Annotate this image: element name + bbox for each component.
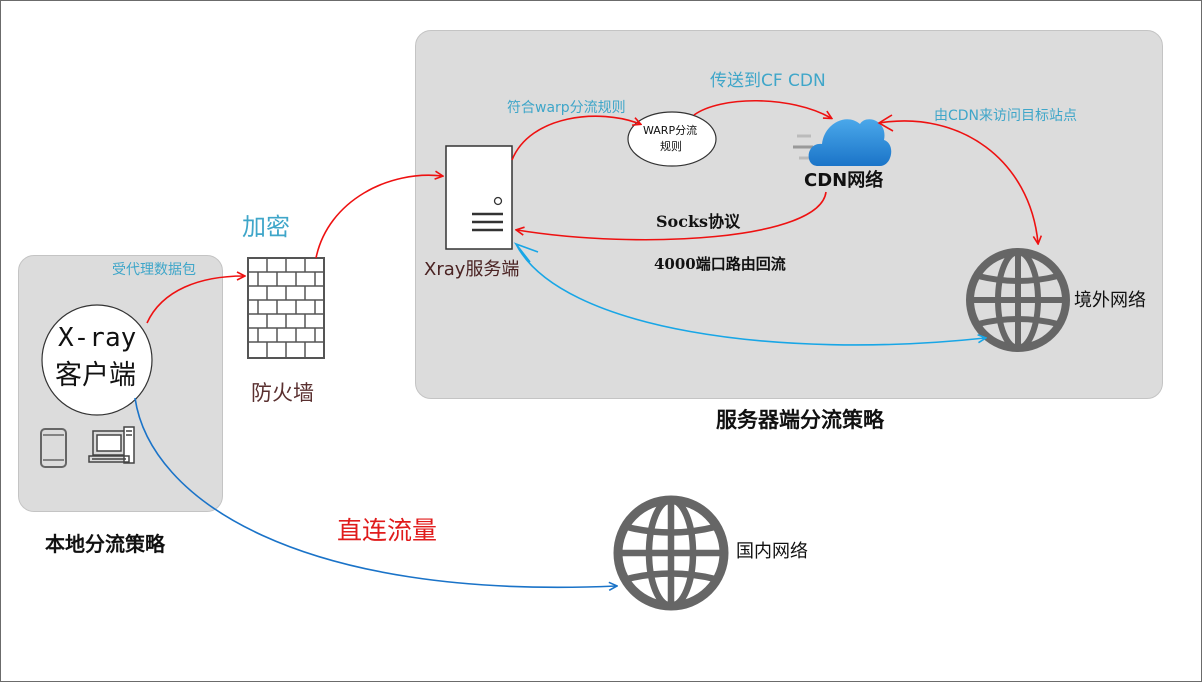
match-warp-label: 符合warp分流规则 — [507, 100, 626, 116]
overseas-label: 境外网络 — [1074, 290, 1146, 311]
arrow-server-overseas-bidirectional — [515, 243, 985, 346]
globe-icon-domestic — [613, 495, 729, 611]
arrow-server-to-warp — [511, 115, 640, 161]
arrow-client-to-firewall — [146, 276, 244, 324]
to-cf-cdn-label: 传送到CF CDN — [710, 71, 826, 91]
warp-rule-ellipse — [627, 111, 717, 167]
local-strategy-label: 本地分流策略 — [45, 532, 165, 556]
socks-label: Socks协议 — [656, 212, 741, 231]
arrow-cdn-to-overseas — [878, 120, 1038, 243]
warp-rule-label-line1: WARP分流 — [643, 124, 698, 137]
arrow-client-to-domestic — [134, 397, 616, 587]
phone-icon — [40, 428, 67, 468]
proxied-packets-label: 受代理数据包 — [112, 262, 196, 278]
direct-traffic-label: 直连流量 — [337, 516, 438, 545]
server-tower-icon — [445, 145, 513, 250]
arrowhead-cdn-end — [877, 114, 894, 132]
port-return-label: 4000端口路由回流 — [654, 255, 786, 273]
arrow-cdn-back-to-server — [517, 191, 827, 241]
desktop-computer-icon — [88, 426, 135, 464]
encrypt-label: 加密 — [242, 213, 290, 241]
client-label-line2: 客户端 — [55, 360, 136, 391]
cloud-icon — [793, 119, 892, 166]
client-label-line1: X-ray — [58, 323, 137, 353]
server-strategy-label: 服务器端分流策略 — [716, 408, 884, 432]
arrowhead-server-end — [513, 242, 539, 263]
cdn-visit-label: 由CDN来访问目标站点 — [934, 108, 1078, 124]
cdn-network-label: CDN网络 — [804, 170, 884, 191]
globe-icon-overseas — [966, 248, 1070, 352]
client-circle — [41, 304, 153, 416]
server-strategy-panel — [415, 30, 1163, 399]
arrow-firewall-to-server — [315, 175, 442, 259]
firewall-label: 防火墙 — [251, 381, 314, 405]
arrow-warp-to-cdn — [693, 99, 831, 118]
xray-server-label: Xray服务端 — [424, 259, 520, 280]
brick-firewall-icon — [247, 257, 325, 359]
warp-rule-label-line2: 规则 — [660, 140, 682, 153]
domestic-label: 国内网络 — [736, 541, 808, 562]
